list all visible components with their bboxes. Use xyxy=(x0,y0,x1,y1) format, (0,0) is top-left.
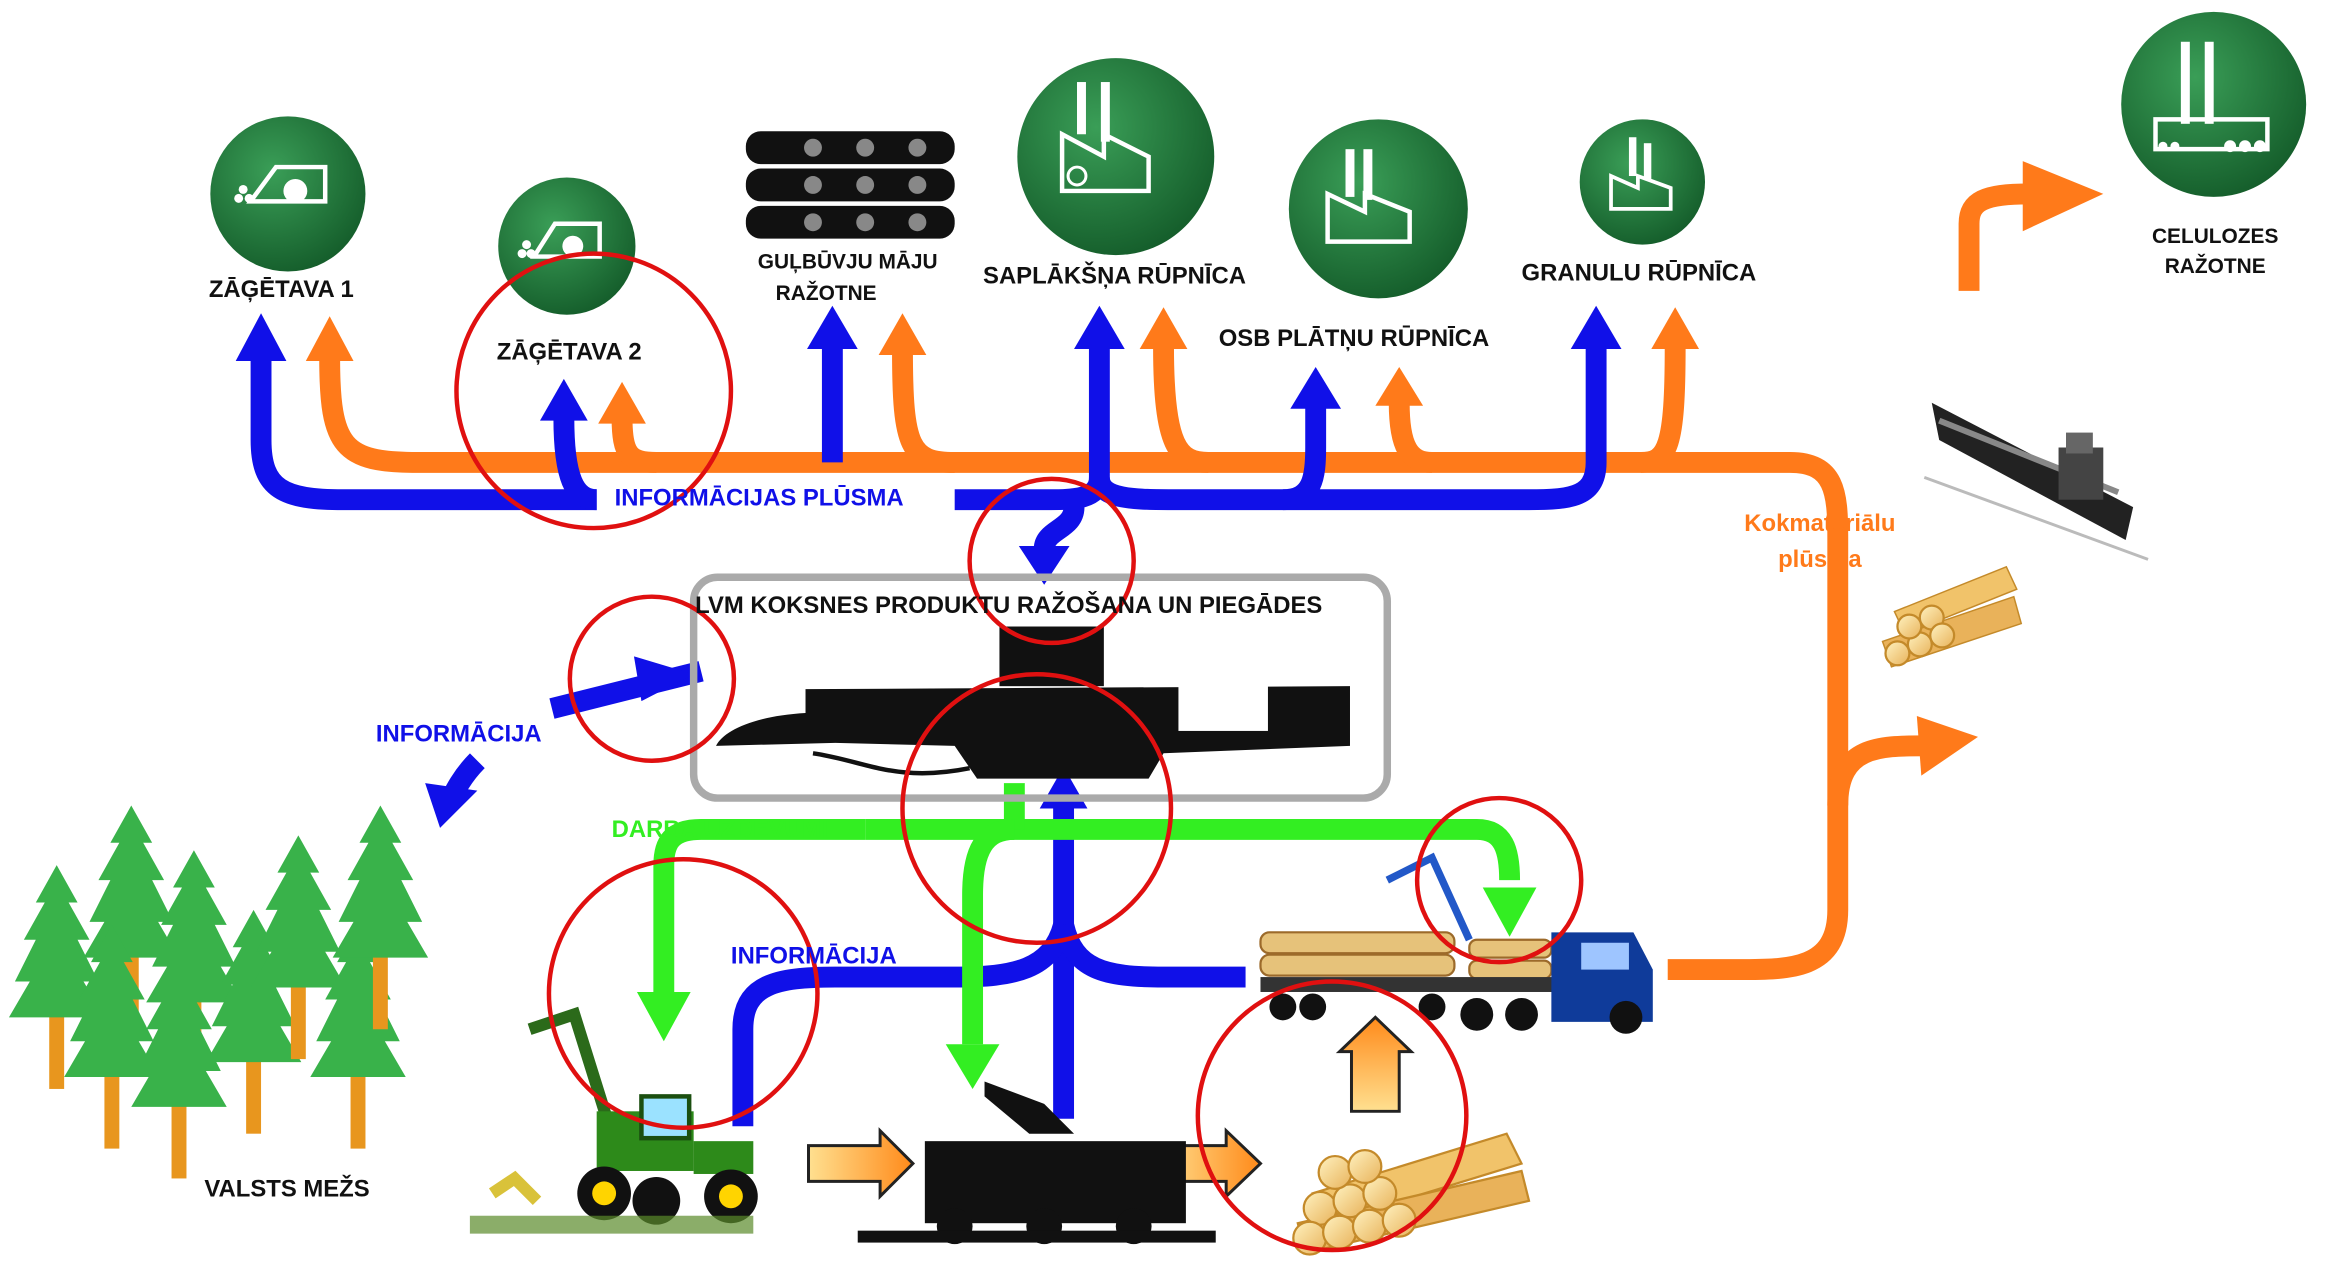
osb-factory-label: OSB PLĀTŅU RŪPNĪCA xyxy=(1218,326,1490,353)
center-title: LVM KOKSNES PRODUKTU RAŽOŠANA UN PIEGĀDE… xyxy=(695,593,1323,620)
log-house-label-line1: GUĻBŪVJU MĀJU xyxy=(757,249,938,273)
pellet-factory-icon xyxy=(1579,119,1706,245)
center-box xyxy=(689,573,1392,802)
forwarder-icon xyxy=(857,1081,1216,1245)
material-arrowheads xyxy=(305,161,2104,776)
sawmill-1-label: ZĀĢĒTAVA 1 xyxy=(208,277,354,303)
pellet-factory-label: GRANULU RŪPNĪCA xyxy=(1521,261,1757,287)
osb-factory-icon xyxy=(1288,119,1468,299)
info-left-label: INFORMĀCIJA xyxy=(375,721,542,748)
forest-label: VALSTS MEŽS xyxy=(204,1176,370,1203)
plywood-factory-label: SAPLĀKŠŅA RŪPNĪCA xyxy=(983,264,1247,290)
log-house-label-line2: RAŽOTNE xyxy=(775,280,877,305)
office-silhouette xyxy=(716,626,1350,779)
material-flow-arrows xyxy=(319,183,2029,981)
information-arrowheads xyxy=(235,305,1622,828)
pulp-mill-label-line2: RAŽOTNE xyxy=(2164,253,2266,278)
log-pile-bottom-icon xyxy=(1292,1132,1531,1256)
material-flow-label-line2: plūsma xyxy=(1778,547,1862,573)
info-bottom-label: INFORMĀCIJA xyxy=(730,944,897,970)
plywood-factory-icon xyxy=(1017,58,1215,256)
sawmill-2-label: ZĀĢĒTAVA 2 xyxy=(496,340,642,366)
log-house-icon xyxy=(745,131,955,239)
forest-icon xyxy=(8,805,429,1179)
work-task-arrows xyxy=(653,783,1521,1045)
pulp-mill-label-line1: CELULOZES xyxy=(2151,223,2279,248)
timber-truck-icon xyxy=(1259,852,1653,1034)
log-pile-right-icon xyxy=(1881,565,2023,668)
harvester-icon xyxy=(469,1006,758,1234)
work-task-arrowheads xyxy=(636,887,1537,1089)
highlight-circles xyxy=(454,251,1584,1253)
sawmill-1-icon xyxy=(210,116,366,272)
ship-icon xyxy=(1923,402,2149,561)
tasks-label: DARBA UZDEVUMI xyxy=(611,817,829,843)
sawmill-2-icon xyxy=(498,177,636,315)
material-flow-label-line1: Kokmateriālu xyxy=(1744,511,1896,538)
info-flow-label: INFORMĀCIJAS PLŪSMA xyxy=(614,486,904,512)
pulp-mill-icon xyxy=(2121,11,2307,197)
